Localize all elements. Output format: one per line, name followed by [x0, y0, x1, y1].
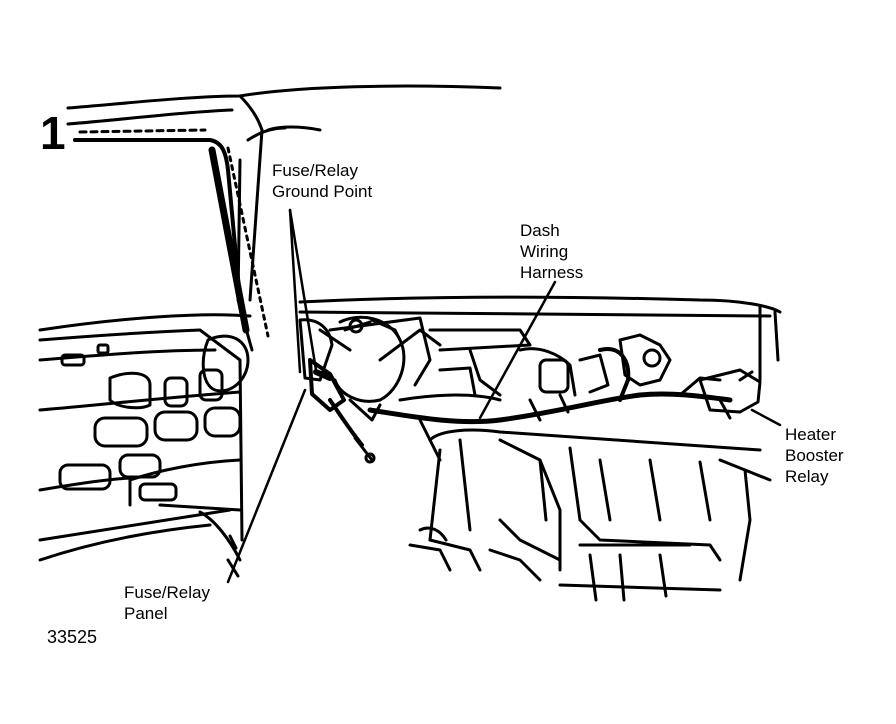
- windshield-frame: [66, 84, 502, 352]
- label-line: Dash: [520, 221, 560, 240]
- label-line: Booster: [785, 446, 844, 465]
- lower-compartment: [408, 428, 772, 602]
- figure-id: 33525: [47, 627, 98, 647]
- label-line: Relay: [785, 467, 829, 486]
- label-fuse-relay-panel: Fuse/Relay Panel: [124, 582, 210, 624]
- label-line: Harness: [520, 263, 584, 282]
- inner-fender-panel: [38, 328, 250, 578]
- label-line: Panel: [124, 604, 168, 623]
- label-line: Ground Point: [272, 182, 373, 201]
- dash-wiring-harness: [367, 333, 762, 425]
- fuse-relay-panel-area: [298, 315, 442, 464]
- figure-number: 1: [40, 107, 66, 159]
- label-fuse-relay-ground-point: Fuse/Relay Ground Point: [272, 160, 372, 202]
- label-line: Heater: [785, 425, 837, 444]
- label-line: Fuse/Relay: [124, 583, 210, 602]
- cowl-panel: [38, 295, 782, 382]
- label-heater-booster-relay: Heater Booster Relay: [785, 424, 844, 487]
- label-line: Wiring: [520, 242, 569, 261]
- label-dash-wiring-harness: Dash Wiring Harness: [520, 220, 583, 283]
- firewall: [328, 316, 610, 462]
- leader-lines: [226, 208, 782, 584]
- label-line: Fuse/Relay: [272, 161, 358, 180]
